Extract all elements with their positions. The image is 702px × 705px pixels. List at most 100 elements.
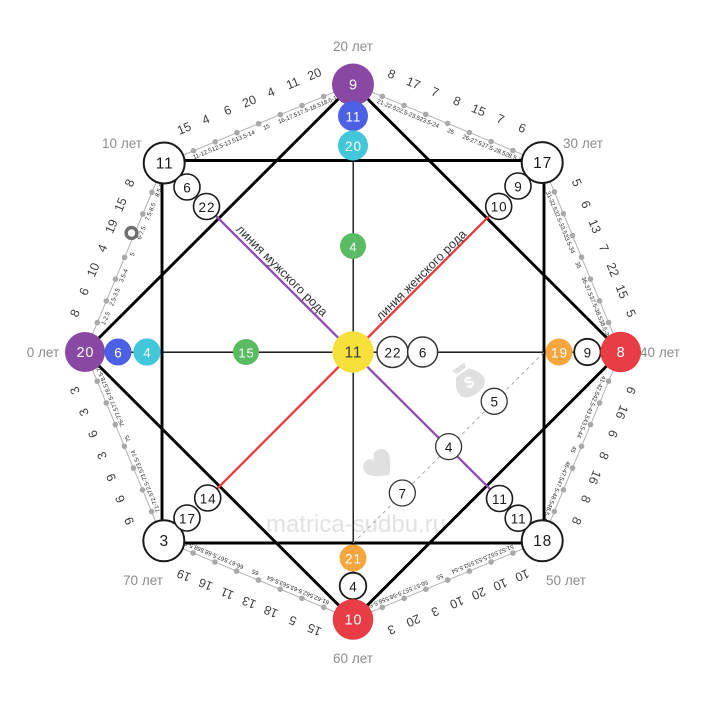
svg-text:6: 6 xyxy=(222,103,234,119)
svg-text:0 лет: 0 лет xyxy=(27,345,59,360)
svg-text:4: 4 xyxy=(445,440,453,455)
svg-text:4: 4 xyxy=(349,579,357,594)
svg-text:4: 4 xyxy=(95,242,111,254)
svg-text:70 лет: 70 лет xyxy=(123,573,163,588)
svg-text:4: 4 xyxy=(349,239,356,254)
svg-text:40 лет: 40 лет xyxy=(640,345,680,360)
svg-text:8: 8 xyxy=(122,177,138,189)
svg-text:9: 9 xyxy=(349,77,357,93)
svg-text:35: 35 xyxy=(573,261,581,270)
svg-text:4: 4 xyxy=(143,345,151,360)
svg-text:5: 5 xyxy=(130,251,137,257)
svg-text:11: 11 xyxy=(156,155,174,172)
svg-text:11: 11 xyxy=(345,344,363,361)
svg-text:3: 3 xyxy=(429,604,441,620)
svg-text:60 лет: 60 лет xyxy=(333,651,373,666)
svg-text:8: 8 xyxy=(67,307,83,319)
svg-text:15: 15 xyxy=(305,620,323,638)
svg-text:19: 19 xyxy=(102,217,120,235)
svg-text:11: 11 xyxy=(284,74,301,92)
svg-text:6: 6 xyxy=(623,385,639,397)
svg-text:5: 5 xyxy=(490,395,498,410)
svg-text:8: 8 xyxy=(451,94,463,110)
svg-text:10: 10 xyxy=(344,612,362,628)
svg-text:16: 16 xyxy=(613,403,631,421)
svg-text:8: 8 xyxy=(617,345,625,361)
svg-text:15: 15 xyxy=(469,101,487,119)
svg-text:15: 15 xyxy=(263,123,272,131)
svg-text:6-7.5: 6-7.5 xyxy=(137,225,148,241)
svg-text:11: 11 xyxy=(219,584,236,602)
svg-text:3: 3 xyxy=(386,622,398,638)
svg-text:matrica-sudbu.ru: matrica-sudbu.ru xyxy=(266,511,446,538)
svg-text:19: 19 xyxy=(551,345,568,360)
svg-text:8: 8 xyxy=(386,67,398,83)
svg-text:6: 6 xyxy=(85,428,101,440)
svg-text:3.5-4: 3.5-4 xyxy=(119,268,130,284)
svg-text:7: 7 xyxy=(399,486,407,501)
svg-text:20: 20 xyxy=(345,139,362,154)
svg-text:8: 8 xyxy=(596,450,612,462)
svg-text:6: 6 xyxy=(113,493,129,505)
svg-text:4: 4 xyxy=(200,112,212,128)
svg-text:65: 65 xyxy=(251,567,260,575)
svg-text:11: 11 xyxy=(511,512,527,527)
svg-text:5: 5 xyxy=(569,177,585,189)
svg-text:6: 6 xyxy=(114,345,122,360)
svg-text:3: 3 xyxy=(76,406,92,418)
svg-text:20: 20 xyxy=(76,345,94,361)
svg-text:17: 17 xyxy=(179,511,196,526)
svg-text:17: 17 xyxy=(404,74,422,92)
svg-text:18: 18 xyxy=(262,602,280,620)
svg-text:9: 9 xyxy=(514,179,522,194)
svg-text:1-2.5: 1-2.5 xyxy=(101,311,112,327)
svg-text:16: 16 xyxy=(197,575,215,593)
svg-text:20: 20 xyxy=(469,584,487,602)
svg-text:15: 15 xyxy=(613,282,631,300)
svg-text:9: 9 xyxy=(103,471,119,483)
svg-text:9: 9 xyxy=(122,515,138,527)
svg-text:15: 15 xyxy=(175,119,193,137)
svg-text:9: 9 xyxy=(584,345,592,360)
svg-text:30 лет: 30 лет xyxy=(563,136,603,151)
svg-text:7: 7 xyxy=(596,242,612,254)
svg-text:13: 13 xyxy=(240,593,258,611)
svg-text:10: 10 xyxy=(513,566,531,584)
svg-text:10: 10 xyxy=(491,200,508,215)
svg-text:20 лет: 20 лет xyxy=(333,39,373,54)
svg-text:50 лет: 50 лет xyxy=(546,573,586,588)
svg-text:10 лет: 10 лет xyxy=(102,136,142,151)
svg-text:22: 22 xyxy=(604,261,622,279)
svg-text:11: 11 xyxy=(346,109,362,124)
svg-text:18: 18 xyxy=(533,533,552,550)
svg-text:6: 6 xyxy=(183,180,191,195)
svg-text:6: 6 xyxy=(419,345,427,360)
svg-text:20: 20 xyxy=(404,611,422,629)
svg-text:16: 16 xyxy=(585,468,603,486)
svg-text:13: 13 xyxy=(585,217,603,235)
svg-text:11: 11 xyxy=(492,492,508,507)
svg-text:10: 10 xyxy=(491,575,509,593)
svg-text:75: 75 xyxy=(124,433,132,442)
svg-text:21: 21 xyxy=(345,551,362,566)
svg-text:6: 6 xyxy=(605,428,621,440)
svg-text:17: 17 xyxy=(533,155,552,172)
svg-text:22: 22 xyxy=(199,200,216,215)
svg-text:15: 15 xyxy=(238,345,254,360)
svg-text:3: 3 xyxy=(67,384,83,396)
svg-text:22: 22 xyxy=(385,345,402,360)
svg-text:20: 20 xyxy=(305,65,323,83)
svg-text:15: 15 xyxy=(112,196,130,214)
svg-text:45: 45 xyxy=(568,445,576,454)
svg-text:8: 8 xyxy=(578,493,594,505)
svg-text:25: 25 xyxy=(446,128,455,136)
svg-text:14: 14 xyxy=(200,491,217,506)
svg-text:8: 8 xyxy=(569,515,585,527)
svg-text:20: 20 xyxy=(240,92,258,110)
svg-text:5: 5 xyxy=(287,613,299,629)
svg-text:6: 6 xyxy=(516,121,528,137)
svg-text:8.5-9: 8.5-9 xyxy=(155,183,166,199)
svg-text:55: 55 xyxy=(435,572,444,580)
svg-text:10: 10 xyxy=(84,261,102,279)
svg-text:3: 3 xyxy=(159,533,168,550)
